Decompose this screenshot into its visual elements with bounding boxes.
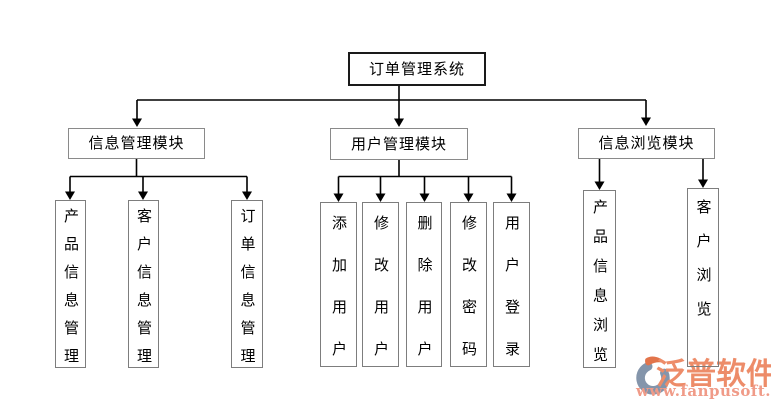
node-label: 用户登录: [503, 215, 521, 383]
node-label: 产品信息管理: [62, 208, 80, 376]
node-label: 删除用户: [415, 215, 434, 383]
brand-url: www.fanpusoft.com: [636, 382, 771, 400]
node-label: 订单信息管理: [238, 208, 257, 376]
connector-info-management-children: [65, 159, 252, 200]
node-customer-browse: 客户浏览: [687, 188, 719, 367]
node-label: 产品信息浏览: [591, 199, 609, 376]
node-add-user: 添加用户: [320, 202, 357, 383]
node-product-info-management: 产品信息管理: [55, 200, 86, 376]
arrow-down-icon: [333, 193, 344, 202]
arrow-down-icon: [419, 193, 430, 202]
node-user-management-module: 用户管理模块: [330, 128, 468, 160]
node-delete-user: 删除用户: [406, 202, 442, 383]
arrow-down-icon: [132, 118, 142, 127]
brand-name: 泛普软件: [656, 357, 771, 392]
node-info-browse-module: 信息浏览模块: [578, 128, 715, 159]
node-label: 修改密码: [460, 215, 478, 383]
node-label: 添加用户: [330, 215, 348, 383]
arrow-down-icon: [463, 193, 474, 202]
arrow-down-icon: [394, 118, 404, 127]
arrow-down-icon: [65, 191, 75, 200]
node-modify-user: 修改用户: [362, 202, 399, 383]
node-order-info-management: 订单信息管理: [231, 200, 263, 376]
connector-root-to-modules: [132, 86, 651, 127]
arrow-down-icon: [594, 181, 605, 190]
node-label: 修改用户: [372, 215, 390, 383]
node-product-info-browse: 产品信息浏览: [583, 190, 616, 376]
node-change-password: 修改密码: [450, 202, 487, 383]
connector-info-browse-children: [594, 159, 708, 190]
node-customer-info-management: 客户信息管理: [128, 200, 159, 376]
arrow-down-icon: [506, 193, 517, 202]
arrow-down-icon: [698, 179, 708, 188]
arrow-down-icon: [242, 191, 252, 200]
node-user-login: 用户登录: [493, 202, 530, 383]
node-label: 客户浏览: [694, 199, 713, 335]
connector-user-management-children: [333, 160, 517, 202]
fanpu-logo-icon: [636, 356, 670, 395]
arrow-down-icon: [138, 191, 148, 200]
arrow-down-icon: [375, 193, 386, 202]
node-info-management-module: 信息管理模块: [68, 128, 205, 159]
fanpusoft-watermark: 泛普软件 www.fanpusoft.com: [630, 350, 771, 406]
arrow-down-icon: [641, 117, 651, 126]
node-order-management-system: 订单管理系统: [348, 52, 486, 86]
node-label: 客户信息管理: [135, 208, 153, 376]
